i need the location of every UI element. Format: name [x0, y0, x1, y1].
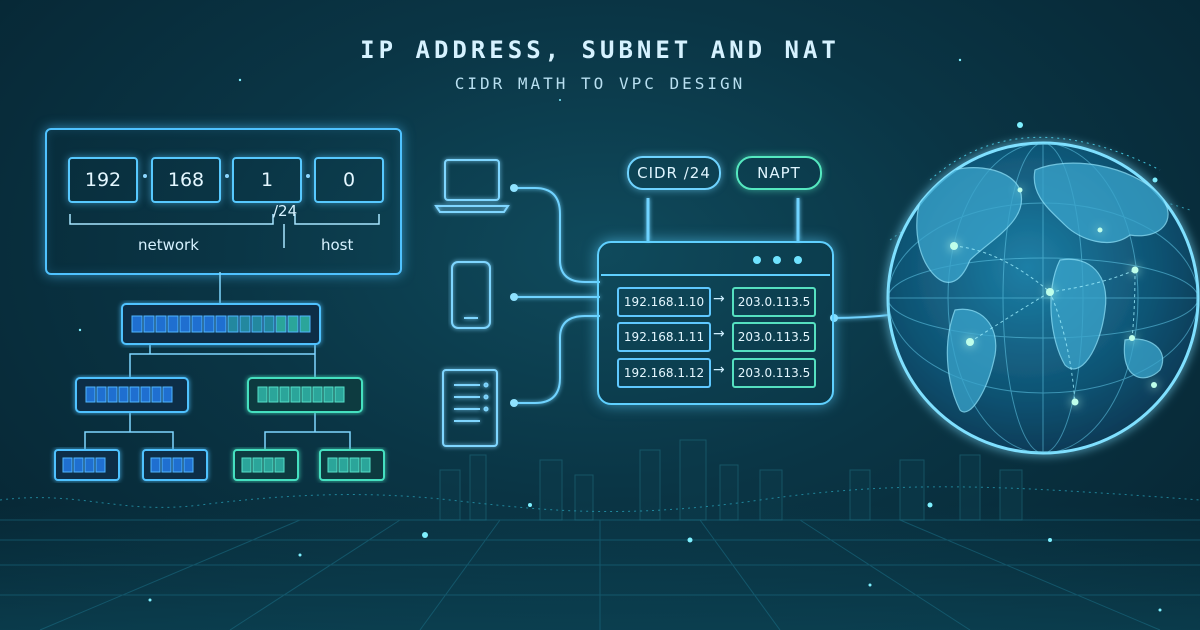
network-label: network: [138, 236, 199, 254]
sparkles: [78, 58, 1162, 612]
nat-arrow: →: [713, 291, 725, 307]
nat-arrow: →: [713, 362, 725, 378]
subnet-right-cells: [257, 386, 345, 403]
globe-continents: [916, 162, 1169, 413]
globe-nodes: [950, 187, 1157, 406]
octet-3: 1: [232, 157, 302, 203]
octet-1: 192: [68, 157, 138, 203]
server-icon: [442, 369, 498, 447]
router-trim: [601, 256, 830, 276]
nat-public-ip: 203.0.113.5: [732, 358, 816, 388]
subnet-leaf-cells: [62, 457, 371, 473]
ip-address-panel: 192 168 1 0 /24 network host: [45, 128, 402, 275]
phone-icon: [451, 261, 491, 329]
nat-private-ip: 192.168.1.10: [617, 287, 711, 317]
subnet-tree: [54, 272, 385, 481]
nat-private-ip: 192.168.1.12: [617, 358, 711, 388]
globe-icon: [886, 136, 1200, 455]
napt-badge: NAPT: [736, 156, 822, 190]
prefix-label: /24: [273, 202, 298, 220]
octet-2: 168: [151, 157, 221, 203]
octet-separator: [143, 174, 147, 178]
nat-arrow: →: [713, 326, 725, 342]
octet-separator: [225, 174, 229, 178]
host-label: host: [321, 236, 354, 254]
network-host-brackets: [69, 214, 380, 248]
octet-separator: [306, 174, 310, 178]
laptop-icon: [434, 159, 510, 213]
page-subtitle: CIDR MATH TO VPC DESIGN: [454, 74, 746, 93]
octet-4: 0: [314, 157, 384, 203]
nat-public-ip: 203.0.113.5: [732, 287, 816, 317]
nat-public-ip: 203.0.113.5: [732, 322, 816, 352]
cidr-badge: CIDR /24: [627, 156, 721, 190]
router-antennas: [646, 198, 800, 241]
router-icon: 192.168.1.10 → 203.0.113.5 192.168.1.11 …: [597, 241, 834, 405]
subnet-root-cells: [131, 315, 311, 333]
page-title: IP ADDRESS, SUBNET AND NAT: [360, 36, 840, 64]
nat-private-ip: 192.168.1.11: [617, 322, 711, 352]
subnet-left-cells: [85, 386, 173, 403]
floor-grid: [0, 519, 1200, 630]
